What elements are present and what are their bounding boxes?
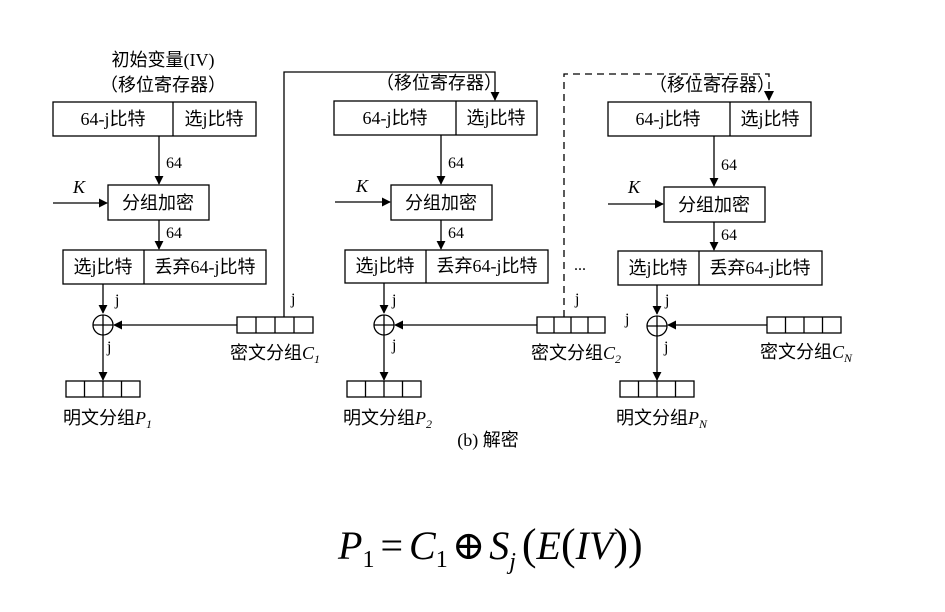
key-label-n: K: [627, 177, 641, 197]
j-label-2a: j: [391, 292, 396, 309]
select-box-n: [617, 250, 823, 286]
stage-n: （移位寄存器） 64-j比特 选j比特 64 K 分组加密 64 选j比特 丢弃…: [607, 75, 853, 431]
plaintext-block-1: [65, 380, 141, 398]
j-label-c2: j: [574, 291, 579, 308]
plaintext-label-n: 明文分组PN: [616, 408, 708, 431]
key-label-2: K: [355, 176, 369, 196]
xor-symbol-2: [373, 314, 395, 336]
bits-64-label-na: 64: [721, 157, 737, 174]
shift-register-label-1: （移位寄存器）: [100, 75, 226, 95]
register-right-part-2: 选j比特: [466, 108, 525, 128]
xor-symbol-1: [92, 314, 114, 336]
stage-1: 初始变量(IV) （移位寄存器） 64-j比特 选j比特 64 K 分组加密 6…: [52, 50, 500, 431]
encrypt-label-1: 分组加密: [122, 193, 194, 213]
shift-register-label-2: （移位寄存器）: [376, 73, 502, 93]
xor-symbol-n: [646, 315, 668, 337]
select-right-part-n: 丢弃64-j比特: [710, 258, 811, 278]
shift-register-box-2: [333, 100, 538, 136]
select-box-2: [344, 249, 549, 284]
bits-64-label-2b: 64: [448, 225, 464, 242]
ciphertext-block-1: [236, 316, 314, 334]
j-label-2b: j: [391, 337, 396, 354]
encrypt-box-n: [663, 186, 766, 223]
feedback-line-c1: [283, 71, 500, 317]
select-box-1: [62, 249, 267, 285]
feedback-arrowhead-c2: [764, 91, 774, 101]
initial-vector-label: 初始变量(IV): [112, 50, 215, 71]
ciphertext-block-2: [536, 316, 606, 334]
shift-register-box-1: [52, 101, 257, 137]
plaintext-label-1: 明文分组P1: [63, 408, 152, 431]
select-left-part-n: 选j比特: [628, 258, 687, 278]
j-label-1a: j: [114, 292, 119, 309]
register-right-part-1: 选j比特: [184, 109, 243, 129]
j-label-c1: j: [290, 291, 295, 308]
encrypt-box-2: [390, 184, 493, 221]
register-left-part-1: 64-j比特: [81, 109, 146, 129]
bits-64-label-nb: 64: [721, 227, 737, 244]
ciphertext-label-n: 密文分组CN: [760, 342, 853, 365]
select-left-part-1: 选j比特: [73, 257, 132, 277]
ciphertext-label-2: 密文分组C2: [531, 343, 621, 366]
ellipsis-label: ...: [574, 257, 586, 274]
decryption-formula: P1=C1⊕Sj(E(IV)): [337, 520, 643, 575]
figure-caption: (b) 解密: [457, 430, 519, 451]
bits-64-label-1b: 64: [166, 225, 182, 242]
ciphertext-label-1: 密文分组C1: [230, 343, 320, 366]
register-left-part-2: 64-j比特: [363, 108, 428, 128]
stage-2: （移位寄存器） 64-j比特 选j比特 64 K 分组加密 64 选j比特 丢弃…: [333, 73, 774, 431]
shift-register-label-n: （移位寄存器）: [649, 75, 775, 95]
select-left-part-2: 选j比特: [355, 256, 414, 276]
feedback-line-c2-dashed: [563, 73, 770, 317]
bits-64-label-1a: 64: [166, 155, 182, 172]
formula-text: P1=C1⊕Sj(E(IV)): [337, 520, 643, 575]
register-left-part-n: 64-j比特: [636, 109, 701, 129]
plaintext-label-2: 明文分组P2: [343, 408, 432, 431]
j-label-1b: j: [106, 339, 111, 356]
encrypt-label-n: 分组加密: [678, 195, 750, 215]
j-label-n-left: j: [624, 311, 629, 328]
plaintext-block-n: [619, 380, 695, 398]
ciphertext-block-n: [766, 316, 842, 334]
select-right-part-1: 丢弃64-j比特: [155, 257, 256, 277]
j-label-nb: j: [663, 339, 668, 356]
select-right-part-2: 丢弃64-j比特: [437, 256, 538, 276]
register-right-part-n: 选j比特: [740, 109, 799, 129]
encrypt-label-2: 分组加密: [405, 193, 477, 213]
j-label-na: j: [664, 292, 669, 309]
bits-64-label-2a: 64: [448, 155, 464, 172]
key-label-1: K: [72, 177, 86, 197]
shift-register-box-n: [607, 101, 812, 137]
plaintext-block-2: [346, 380, 422, 398]
